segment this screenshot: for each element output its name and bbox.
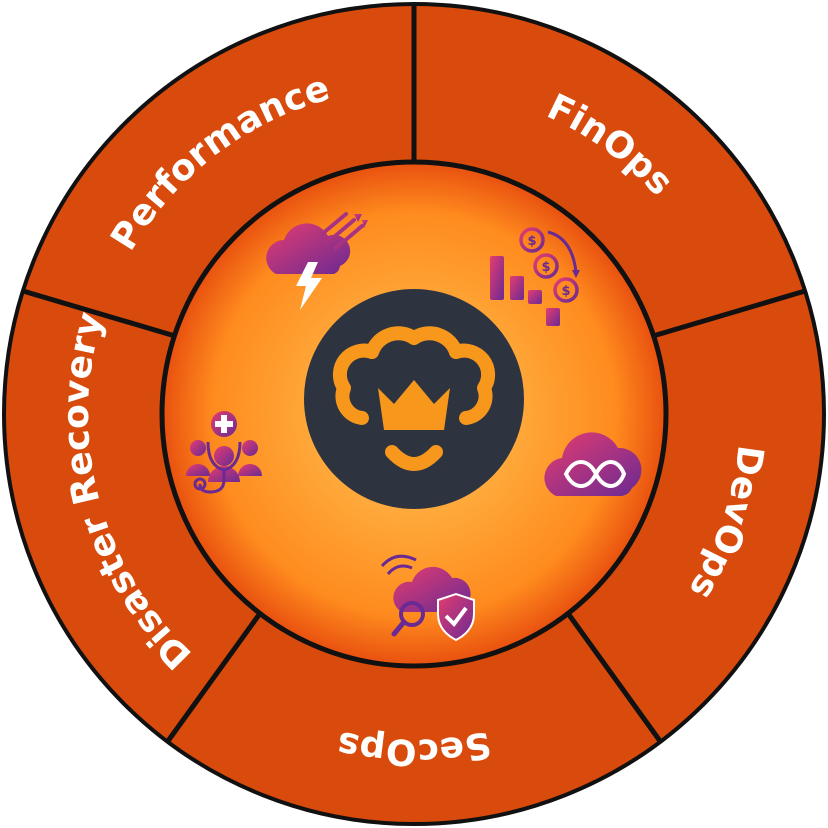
crown-monkey-logo (304, 289, 524, 509)
dollar-glyph-1: $ (527, 234, 536, 249)
cloud-security-icon (380, 554, 475, 642)
dollar-glyph-2: $ (541, 260, 550, 275)
divider-devops-secops (564, 610, 663, 743)
cost-optimization-icon: $ $ $ (490, 227, 580, 326)
divider-secops-dr (165, 610, 264, 743)
dollar-glyph-3: $ (561, 284, 570, 299)
divider-dr-performance (22, 288, 176, 339)
cloud-performance-icon (266, 212, 368, 310)
segment-dividers (22, 4, 806, 743)
cloud-infinity-icon (544, 432, 642, 496)
divider-finops-devops (652, 288, 806, 339)
medical-recovery-icon (186, 411, 262, 494)
